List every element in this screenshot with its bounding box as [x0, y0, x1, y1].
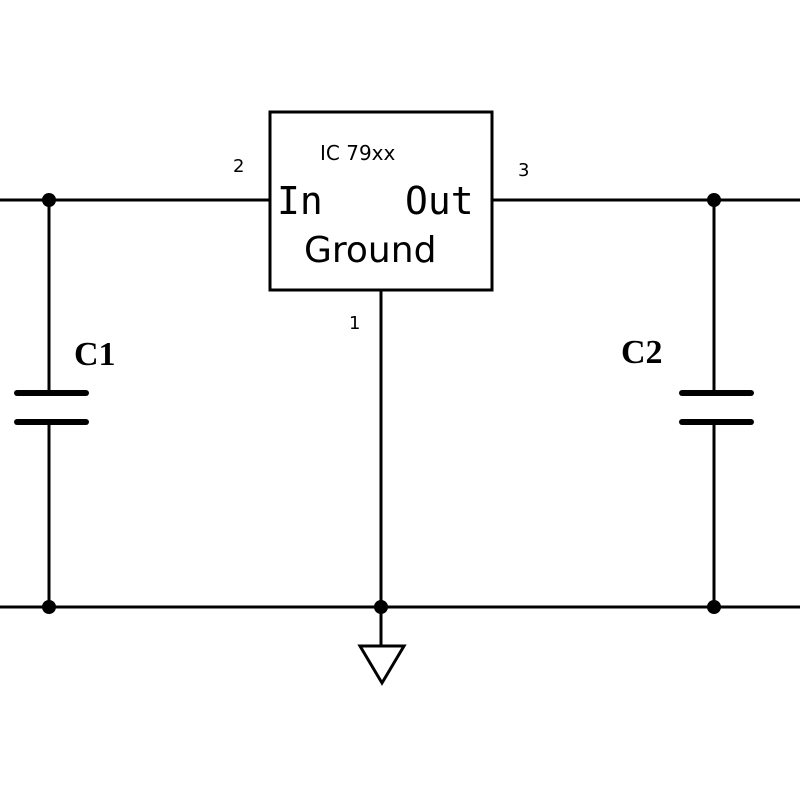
regulator-input-label: In: [277, 179, 323, 223]
pin-number-input: 2: [233, 156, 244, 177]
pin-number-output: 3: [518, 160, 529, 181]
junction-dot-c1-top: [42, 193, 56, 207]
junction-dot-c2-bottom: [707, 600, 721, 614]
ground-icon: [357, 644, 407, 686]
capacitor-c2-label: C2: [621, 334, 663, 371]
regulator-ic-box: [268, 110, 494, 292]
regulator-title: IC 79xx: [320, 141, 396, 165]
pin-number-ground: 1: [349, 313, 360, 334]
junction-dot-c2-top: [707, 193, 721, 207]
junction-dot-c1-bottom: [42, 600, 56, 614]
regulator-ground-label: Ground: [304, 230, 436, 271]
junction-dot-ground: [374, 600, 388, 614]
regulator-output-label: Out: [405, 179, 474, 223]
capacitor-c1-label: C1: [74, 336, 116, 373]
